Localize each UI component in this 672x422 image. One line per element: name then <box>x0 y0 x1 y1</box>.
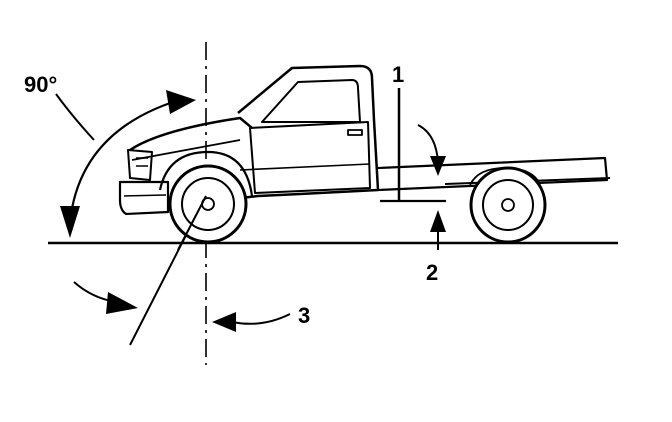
front-wheel <box>168 164 248 244</box>
door-outline <box>249 121 371 194</box>
arc-arrowhead-down <box>60 206 80 238</box>
callout-1-label: 1 <box>392 62 404 87</box>
body-crease <box>239 163 371 171</box>
callout-3-label: 3 <box>298 303 310 328</box>
bumper-line <box>123 194 167 197</box>
angle-label: 90° <box>24 72 57 97</box>
callout-2-label: 2 <box>426 260 438 285</box>
arrowhead-down <box>430 156 446 176</box>
front-bumper <box>118 180 170 216</box>
cab-window <box>261 79 361 123</box>
arrowhead-up <box>430 210 446 232</box>
grille <box>127 149 153 181</box>
cab-outline <box>237 64 380 200</box>
hood-edge <box>131 139 241 161</box>
angle-arc <box>68 96 187 223</box>
front-wheel-arch <box>158 150 254 197</box>
hood <box>129 116 253 152</box>
lower-arrowhead <box>106 292 138 314</box>
arrowhead-left <box>212 312 236 332</box>
door-handle <box>347 129 363 136</box>
rear-wheel <box>469 166 547 244</box>
angle-line-hub <box>177 195 207 251</box>
angle-leader <box>55 93 95 141</box>
callout-3-arrow <box>231 313 291 325</box>
arc-arrowhead-right <box>166 90 196 114</box>
